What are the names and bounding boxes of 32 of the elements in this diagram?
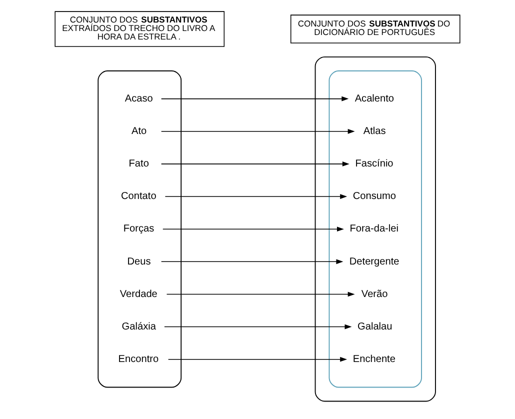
node-box: CONJUNTO DOS SUBSTANTIVOS DO DICIONÁRIO DE PORTUGUÊS <box>290 14 460 44</box>
arrow <box>164 194 348 199</box>
arrow <box>160 96 349 102</box>
arrow <box>166 292 355 297</box>
node-text: Verdade <box>120 288 158 300</box>
node-text: Acalento <box>354 93 394 104</box>
node-text: Encontro <box>118 354 159 365</box>
node-text: Enchente <box>352 354 396 365</box>
node-text: Fascínio <box>355 158 394 170</box>
arrow <box>160 162 350 166</box>
node-text: Consumo <box>352 191 396 202</box>
node-box: CONJUNTO DOS SUBSTANTIVOS EXTRAÍDOS DO TRECHO DO LIVRO A HORA DA ESTRELA . <box>54 11 225 47</box>
arrow <box>168 356 348 362</box>
node-text: Contato <box>121 191 156 202</box>
node-text: Forças <box>123 224 154 235</box>
arrow <box>160 259 344 264</box>
node-text: Galáxia <box>122 321 156 332</box>
node-text: Atlas <box>363 126 386 138</box>
cluster <box>314 56 436 402</box>
cluster <box>98 70 182 388</box>
node-text: Deus <box>127 256 151 268</box>
arrow <box>162 226 344 232</box>
node-text: Verão <box>361 288 388 300</box>
cluster <box>328 70 422 388</box>
node-text: Fora-da-lei <box>350 224 399 235</box>
node-text: Galalau <box>358 321 392 332</box>
node-text: Fato <box>128 158 149 170</box>
node-text: Acaso <box>124 93 153 104</box>
arrow <box>160 128 355 134</box>
node-text: Detergente <box>349 256 400 268</box>
node-text: Ato <box>131 126 147 138</box>
arrow <box>164 324 352 330</box>
